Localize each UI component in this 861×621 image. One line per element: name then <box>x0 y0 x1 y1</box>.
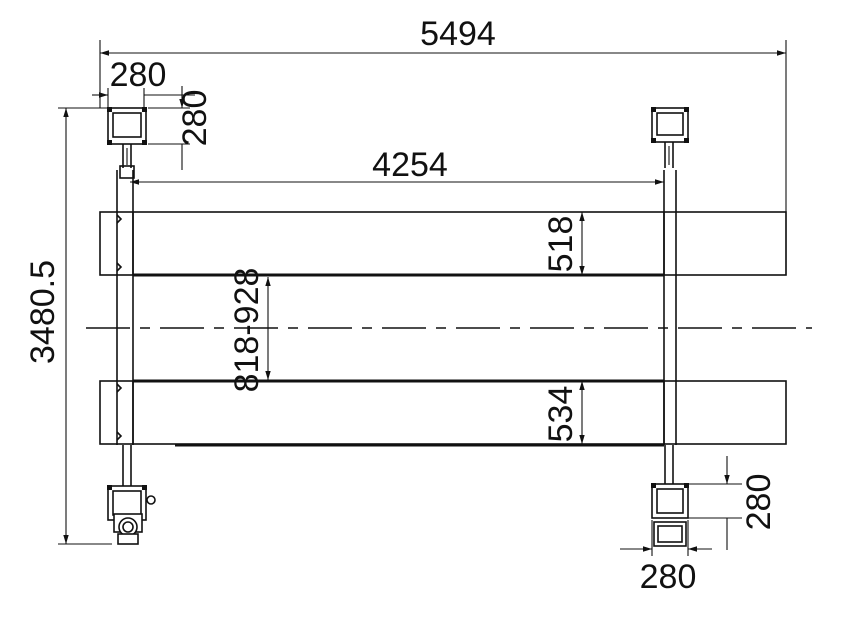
column-width-top-dimension: 280 <box>92 56 195 110</box>
column-width-top-label: 280 <box>110 56 167 94</box>
bottom-runway <box>99 379 787 447</box>
runway-length-dimension: 4254 <box>130 146 664 185</box>
runway-gap-dimension: 818-928 <box>228 268 271 393</box>
left-post-bottom <box>107 445 156 545</box>
overall-length-label: 5494 <box>420 15 496 53</box>
runway-width-top-label: 518 <box>542 216 580 273</box>
column-width-bottom-label: 280 <box>640 558 697 596</box>
column-depth-top-label: 280 <box>176 90 214 147</box>
overall-width-dimension: 3480.5 <box>24 107 112 545</box>
right-post-bottom <box>651 445 689 547</box>
right-post-top <box>651 107 689 168</box>
column-width-bottom-dimension: 280 <box>620 520 712 596</box>
runway-width-top-dimension: 518 <box>542 212 585 275</box>
column-depth-bottom-label: 280 <box>740 474 778 531</box>
column-depth-bottom-dimension: 280 <box>688 456 778 550</box>
runway-gap-label: 818-928 <box>228 268 266 393</box>
left-post-top <box>107 107 147 179</box>
runway-width-bottom-label: 534 <box>542 386 580 443</box>
runway-width-bottom-dimension: 534 <box>542 381 585 444</box>
top-runway <box>99 211 787 277</box>
overall-length-dimension: 5494 <box>99 15 787 275</box>
runway-length-label: 4254 <box>372 146 448 184</box>
overall-width-label: 3480.5 <box>24 260 62 364</box>
column-depth-top-dimension: 280 <box>148 86 214 170</box>
